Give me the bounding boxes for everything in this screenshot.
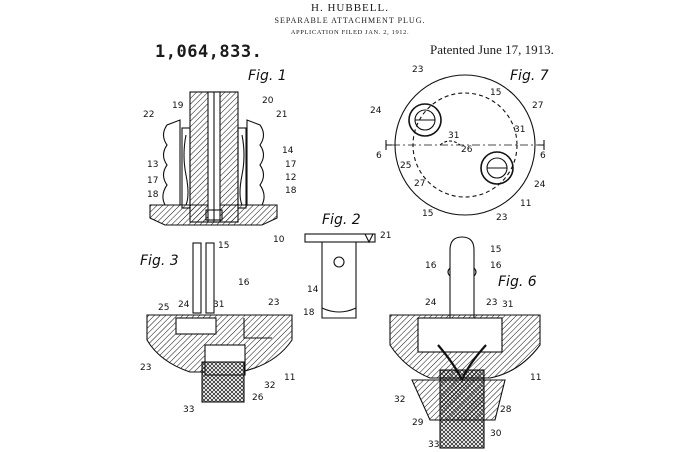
figure-1: Fig. 1 (149, 68, 287, 226)
fig6-label: 32 (394, 395, 405, 405)
fig1-label: 19 (172, 101, 184, 111)
fig2-labels: 21 14 18 (303, 231, 391, 318)
fig3-label: 23 (268, 298, 279, 308)
fig7-label: 24 (370, 106, 382, 116)
fig7-label: 27 (532, 101, 543, 111)
fig1-label: 17 (285, 160, 296, 170)
fig3-caption: Fig. 3 (140, 253, 179, 269)
figure-6: Fig. 6 (389, 236, 541, 449)
fig6-label: 29 (412, 418, 424, 428)
fig7-label: 15 (490, 88, 501, 98)
patented-date: Patented June 17, 1913. (430, 42, 554, 57)
figure-3: Fig. 3 (140, 242, 293, 403)
patent-number: 1,064,833. (155, 42, 263, 62)
fig1-label: 10 (273, 235, 285, 245)
fig2-label: 18 (303, 308, 315, 318)
fig3-label: 26 (252, 393, 264, 403)
fig6-label: 31 (502, 300, 513, 310)
fig1-label: 18 (285, 186, 297, 196)
fig1-label: 18 (147, 190, 159, 200)
fig3-label: 11 (284, 373, 295, 383)
figure-7: Fig. 7 (385, 68, 549, 216)
fig6-label: 16 (490, 261, 502, 271)
fig6-label: 16 (425, 261, 437, 271)
fig3-label: 24 (178, 300, 190, 310)
fig3-label: 32 (264, 381, 275, 391)
fig7-label: 6 (376, 151, 382, 161)
fig6-label: 11 (530, 373, 541, 383)
fig1-label: 14 (282, 146, 294, 156)
fig7-label: 26 (461, 145, 473, 155)
fig6-caption: Fig. 6 (498, 274, 537, 290)
fig7-label: 27 (414, 179, 425, 189)
fig3-label: 16 (238, 278, 250, 288)
fig1-label: 17 (147, 176, 158, 186)
fig1-label: 22 (143, 110, 154, 120)
fig7-label: 11 (520, 199, 531, 209)
fig1-label: 13 (147, 160, 158, 170)
fig1-labels: 19 20 21 22 14 13 17 17 12 18 18 10 (143, 96, 297, 245)
fig7-label: 6 (540, 151, 546, 161)
fig3-label: 15 (218, 241, 229, 251)
fig1-label: 20 (262, 96, 274, 106)
fig3-label: 31 (213, 300, 224, 310)
fig1-label: 12 (285, 173, 296, 183)
fig6-labels: 15 16 16 24 23 31 11 32 29 28 30 33 (394, 245, 541, 450)
application-date: APPLICATION FILED JAN. 2, 1912. (290, 29, 410, 36)
fig6-label: 15 (490, 245, 501, 255)
fig1-label: 21 (276, 110, 287, 120)
fig7-label: 31 (448, 131, 459, 141)
figure-2: Fig. 2 (304, 212, 376, 319)
fig7-labels: 23 15 27 24 31 31 6 6 25 26 27 24 15 11 … (370, 65, 546, 223)
fig7-label: 23 (412, 65, 423, 75)
fig3-label: 33 (183, 405, 194, 415)
fig7-label: 15 (422, 209, 433, 219)
fig1-caption: Fig. 1 (248, 68, 287, 84)
fig2-label: 21 (380, 231, 391, 241)
fig3-label: 25 (158, 303, 169, 313)
fig7-label: 24 (534, 180, 546, 190)
fig7-label: 25 (400, 161, 411, 171)
inventor-name: H. HUBBELL. (311, 2, 389, 14)
fig2-caption: Fig. 2 (322, 212, 361, 228)
fig6-label: 24 (425, 298, 437, 308)
fig7-label: 23 (496, 213, 507, 223)
fig7-label: 31 (514, 125, 525, 135)
fig6-label: 33 (428, 440, 439, 450)
fig6-label: 30 (490, 429, 502, 439)
fig2-label: 14 (307, 285, 319, 295)
fig6-label: 28 (500, 405, 512, 415)
fig6-label: 23 (486, 298, 497, 308)
fig3-labels: 15 16 25 24 31 23 23 32 11 33 26 (140, 241, 295, 415)
fig3-label: 23 (140, 363, 151, 373)
fig7-caption: Fig. 7 (510, 68, 549, 84)
patent-title: SEPARABLE ATTACHMENT PLUG. (274, 16, 426, 25)
